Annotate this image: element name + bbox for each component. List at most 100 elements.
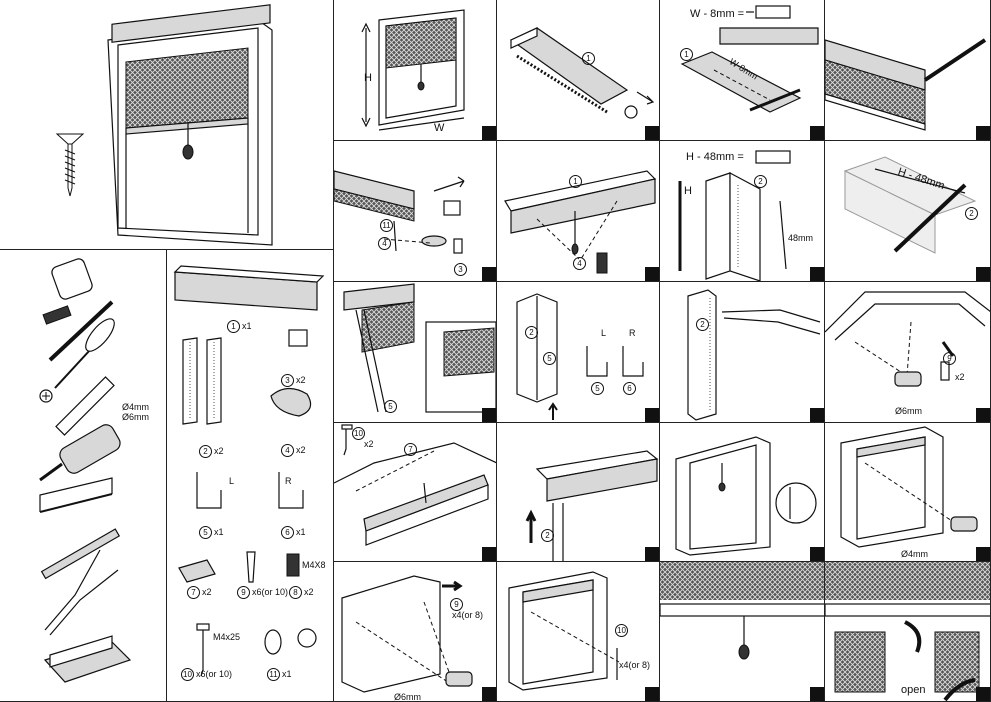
step-17-number <box>482 687 496 701</box>
part-3-number: 3 <box>281 374 294 387</box>
hacksaw-icon <box>39 477 113 513</box>
step-17-panel: 9 x4(or 8) Ø6mm <box>334 562 497 702</box>
part-1-qty: x1 <box>242 320 252 331</box>
step-16-panel: Ø4mm <box>825 423 991 562</box>
step-12-panel: 9 x2 Ø6mm <box>825 282 991 423</box>
step-11-part-2: 2 <box>696 318 711 331</box>
step-14-number <box>645 547 659 561</box>
step-10-part-5: 5 <box>543 352 558 365</box>
step-13-number <box>482 547 496 561</box>
part-8-number: 8 <box>289 586 302 599</box>
part-9-qty: x6(or 10) <box>252 586 289 597</box>
step-14-circle-2: 2 <box>541 529 554 542</box>
step-9-part-5: 5 <box>384 400 399 413</box>
part-6-qty: x1 <box>296 526 306 537</box>
step-2-part-1: 1 <box>582 52 597 65</box>
open-label: open <box>901 684 926 696</box>
step-5-circle-4: 4 <box>378 237 391 250</box>
screw-icon <box>55 133 85 197</box>
height-label: H <box>364 72 372 84</box>
step-13-panel: 10 x2 7 <box>334 423 497 562</box>
step-9-circle-5: 5 <box>384 400 397 413</box>
step-18-number <box>645 687 659 701</box>
part-6-side: R <box>285 476 292 486</box>
step-10-circle-5: 5 <box>543 352 556 365</box>
step-15-panel <box>660 423 825 562</box>
part-11-qty: x1 <box>282 668 292 679</box>
drill-icon <box>39 424 121 482</box>
step-7-circle-2: 2 <box>754 175 767 188</box>
step-17-qty: x4(or 8) <box>452 610 484 620</box>
step-2-number <box>645 126 659 140</box>
step-6-circle-4: 4 <box>573 257 586 270</box>
step-12-number <box>976 408 990 422</box>
step-13-qty: x2 <box>364 439 374 449</box>
step-10-part-6: 6 <box>623 382 638 395</box>
step-10-right: R <box>629 328 636 338</box>
step-1-panel: H W <box>334 0 497 141</box>
step-12-circle-9: 9 <box>943 352 956 365</box>
utility-knife-icon <box>55 376 115 436</box>
part-5-side: L <box>229 476 235 486</box>
step-18-circle-10: 10 <box>615 624 628 637</box>
step-3-part-1: 1 <box>680 48 695 61</box>
width-label: W <box>434 122 445 134</box>
step-12-part-9: 9 <box>943 352 958 365</box>
step-17-drill: Ø6mm <box>394 692 421 702</box>
step-12-drill: Ø6mm <box>895 406 922 416</box>
part-1-number: 1 <box>227 320 240 333</box>
part-4-qty: x2 <box>296 444 306 455</box>
step-5-part-3: 3 <box>454 263 469 276</box>
tape-measure-icon <box>42 258 93 325</box>
step-11-number <box>810 408 824 422</box>
step-19-number <box>810 687 824 701</box>
step-7-number <box>810 267 824 281</box>
step-5-panel: 11 4 3 <box>334 141 497 282</box>
step-17-circle-9: 9 <box>450 598 463 611</box>
step-13-circle-10: 10 <box>352 427 365 440</box>
part-4-number: 4 <box>281 444 294 457</box>
part-7-qty: x2 <box>202 586 212 597</box>
step-3-circle-1: 1 <box>680 48 693 61</box>
miter-box-icon <box>43 635 132 683</box>
step-13-part-7: 7 <box>404 443 419 456</box>
step-5-part-11: 11 <box>380 219 395 232</box>
part-7-number: 7 <box>187 586 200 599</box>
step-5-number <box>482 267 496 281</box>
step-20-panel: open <box>825 562 991 702</box>
part-10-number: 10 <box>181 668 194 681</box>
step-5-circle-3: 3 <box>454 263 467 276</box>
step-16-number <box>976 547 990 561</box>
step-13-circle-7: 7 <box>404 443 417 456</box>
step-4-number <box>976 126 990 140</box>
step-10-panel: 2 5 L R 5 6 <box>497 282 660 423</box>
part-11-number: 11 <box>267 668 280 681</box>
step-14-panel: 2 <box>497 423 660 562</box>
step-5-part-4: 4 <box>378 237 393 250</box>
part-8-name: M4X8 <box>302 560 326 570</box>
part-10-name: M4x25 <box>213 632 241 642</box>
step-3-number <box>810 126 824 140</box>
step-3-panel: W - 8mm = 1 W-8mm <box>660 0 825 141</box>
part-5-number: 5 <box>199 526 212 539</box>
step-8-circle-2: 2 <box>965 207 978 220</box>
part-10-qty: x6(or 10) <box>196 668 233 679</box>
step-1-number <box>482 126 496 140</box>
overview-panel <box>0 0 334 250</box>
step-3-formula: W - 8mm = <box>690 8 745 20</box>
screwdriver-icon <box>39 318 115 403</box>
step-16-drill: Ø4mm <box>901 549 928 559</box>
step-6-circle-1: 1 <box>569 175 582 188</box>
step-17-part-9: 9 <box>450 598 465 611</box>
step-5-circle-11: 11 <box>380 219 393 232</box>
step-9-panel: 5 <box>334 282 497 423</box>
step-19-panel <box>660 562 825 702</box>
